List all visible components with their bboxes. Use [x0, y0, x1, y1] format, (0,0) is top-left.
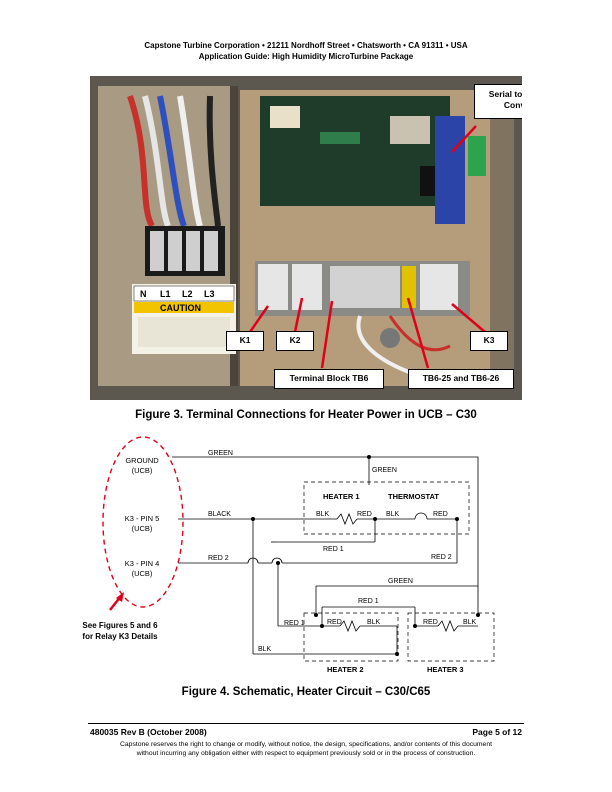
heater-1-label: HEATER 1: [323, 492, 360, 501]
h2-red-label: RED: [327, 619, 342, 626]
callout-k1: K1: [226, 331, 264, 351]
enclosure-photo: N L1 L2 L3 CAUTION Serial to Ethernet Co…: [90, 76, 522, 400]
footer-rule: [88, 723, 524, 724]
heater-3-label: HEATER 3: [427, 665, 464, 674]
figure-3-caption: Figure 3. Terminal Connections for Heate…: [135, 409, 477, 421]
terminal-label-l3: L3: [204, 289, 215, 299]
terminal-label-l2: L2: [182, 289, 193, 299]
footer-page-number: Page 5 of 12: [472, 727, 522, 737]
k2-arrow: [293, 297, 304, 333]
red2-label-left: RED 2: [208, 555, 229, 562]
thermo-red-label: RED: [433, 511, 448, 518]
k3-pin4-ucb-label: (UCB): [132, 569, 153, 578]
callout-tb6-25-26: TB6-25 and TB6-26: [408, 369, 514, 389]
h3-red-label: RED: [423, 619, 438, 626]
callout-k3: K3: [470, 331, 508, 351]
see-figures-note-2: for Relay K3 Details: [82, 632, 158, 641]
green-label-h1: GREEN: [372, 467, 397, 474]
black-label: BLACK: [208, 511, 231, 518]
blk-label-bottom: BLK: [258, 646, 272, 653]
h1-blk-label: BLK: [316, 511, 330, 518]
h1-red-label: RED: [357, 511, 372, 518]
ground-label: GROUND: [125, 456, 159, 465]
h3-blk-label: BLK: [463, 619, 477, 626]
terminal-label-l1: L1: [160, 289, 171, 299]
see-figures-note-1: See Figures 5 and 6: [82, 621, 158, 630]
thermostat-label: THERMOSTAT: [388, 492, 439, 501]
header-title: Application Guide: High Humidity MicroTu…: [198, 52, 414, 61]
k1-arrow: [248, 305, 270, 333]
red2-label-right: RED 2: [431, 554, 452, 561]
red1-label-mid: RED 1: [323, 546, 344, 553]
footer-disclaimer-1: Capstone reserves the right to change or…: [119, 741, 493, 748]
green-label-lower: GREEN: [388, 578, 413, 585]
h2-blk-label: BLK: [367, 619, 381, 626]
red1-label-h2: RED 1: [284, 620, 305, 627]
k3-pin4-label: K3 - PIN 4: [125, 559, 160, 568]
caution-label: CAUTION: [160, 303, 201, 313]
callout-terminal-block-tb6: Terminal Block TB6: [274, 369, 384, 389]
footer-doc-id: 480035 Rev B (October 2008): [90, 727, 207, 737]
callout-arrows: [248, 125, 486, 369]
terminal-label-n: N: [140, 289, 147, 299]
red1-label-lower: RED 1: [358, 598, 379, 605]
serial-arrow: [451, 125, 477, 153]
heater-2-label: HEATER 2: [327, 665, 364, 674]
callout-k2: K2: [276, 331, 314, 351]
k3-pin5-ucb-label: (UCB): [132, 524, 153, 533]
footer-disclaimer-2: without incurring any obligation either …: [136, 750, 476, 757]
callout-serial-ethernet: Serial to Ethernet Converter: [474, 84, 522, 119]
thermo-blk-label: BLK: [386, 511, 400, 518]
green-label-top: GREEN: [208, 450, 233, 457]
ground-ucb-label: (UCB): [132, 466, 153, 475]
figure-4-caption: Figure 4. Schematic, Heater Circuit – C3…: [181, 686, 431, 698]
k3-pin5-label: K3 - PIN 5: [125, 514, 160, 523]
header-address: Capstone Turbine Corporation • 21211 Nor…: [144, 41, 468, 50]
tb6-arrow: [320, 300, 334, 369]
heater-schematic: GROUND (UCB) K3 - PIN 5 (UCB) K3 - PIN 4…: [82, 436, 495, 674]
tb6-25-arrow: [406, 297, 430, 369]
k3-arrow: [451, 303, 486, 333]
